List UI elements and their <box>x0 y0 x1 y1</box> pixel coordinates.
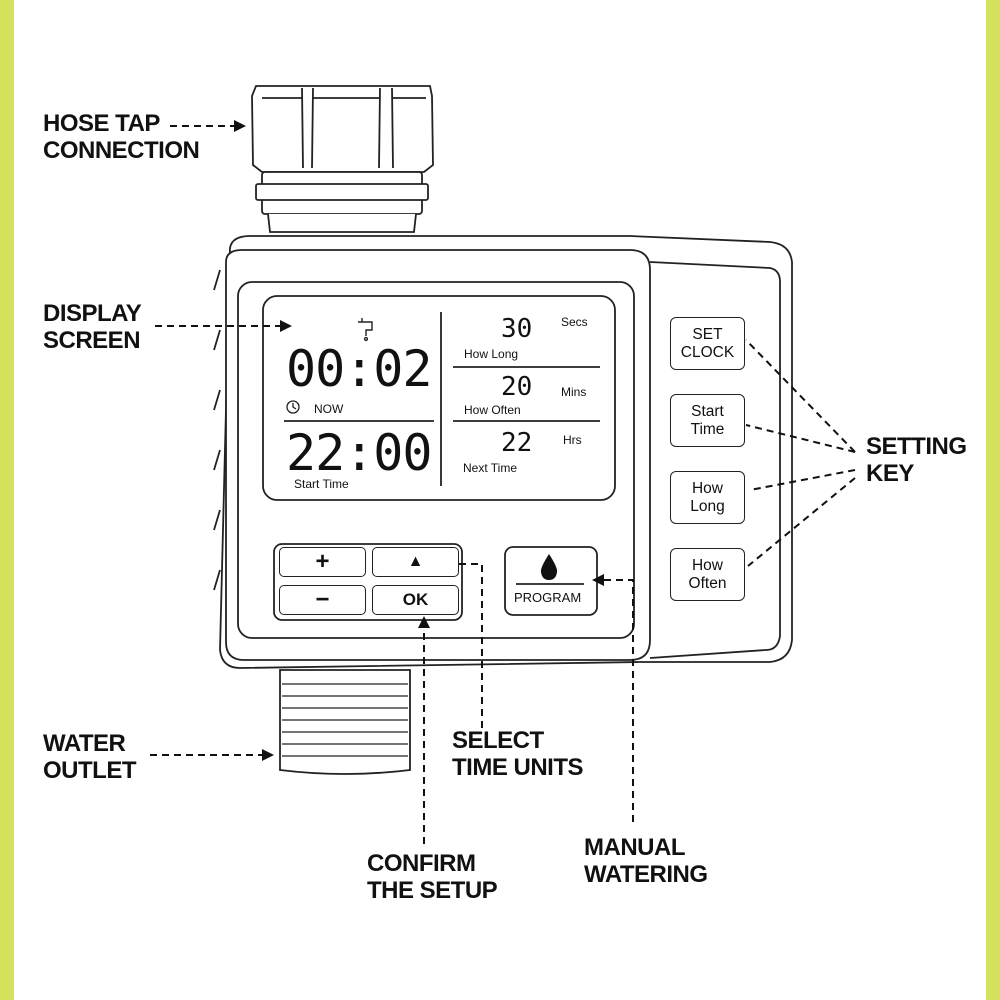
now-time-digits: 00:02 <box>286 340 433 398</box>
outlet-thread <box>279 669 411 775</box>
how-often-unit: Mins <box>561 385 587 399</box>
next-time-unit: Hrs <box>563 433 582 447</box>
how-long-digits: 30 <box>501 314 533 344</box>
start-time-digits: 22:00 <box>286 424 433 482</box>
callout-hose-tap: HOSE TAP CONNECTION <box>43 110 200 164</box>
how-long-unit: Secs <box>561 315 588 329</box>
start-time-key[interactable]: Start Time <box>670 394 745 447</box>
set-clock-key[interactable]: SET CLOCK <box>670 317 745 370</box>
program-button[interactable]: PROGRAM <box>514 590 582 605</box>
water-drop-icon <box>540 554 558 580</box>
callout-confirm: CONFIRM THE SETUP <box>367 850 498 904</box>
plus-button[interactable]: + <box>279 547 366 577</box>
callout-manual: MANUAL WATERING <box>584 834 708 888</box>
lcd-frame <box>262 295 616 501</box>
start-time-label: Start Time <box>294 477 349 491</box>
callout-water-outlet: WATER OUTLET <box>43 730 137 784</box>
how-often-lcd-label: How Often <box>464 403 521 417</box>
how-long-lcd-label: How Long <box>464 347 519 361</box>
callout-setting-key: SETTING KEY <box>866 433 967 487</box>
how-long-key[interactable]: How Long <box>670 471 745 524</box>
tap-icon <box>358 318 373 342</box>
callout-display: DISPLAY SCREEN <box>43 300 142 354</box>
next-time-digits: 22 <box>501 428 533 458</box>
next-time-lcd-label: Next Time <box>463 461 518 475</box>
callout-select-units: SELECT TIME UNITS <box>452 727 584 781</box>
how-often-digits: 20 <box>501 372 533 402</box>
how-often-key[interactable]: How Often <box>670 548 745 601</box>
up-button[interactable]: ▲ <box>372 547 459 577</box>
ok-button[interactable]: OK <box>372 585 459 615</box>
tap-nut <box>251 85 434 173</box>
now-label: NOW <box>314 402 344 416</box>
minus-button[interactable]: − <box>279 585 366 615</box>
clock-icon <box>286 400 300 414</box>
